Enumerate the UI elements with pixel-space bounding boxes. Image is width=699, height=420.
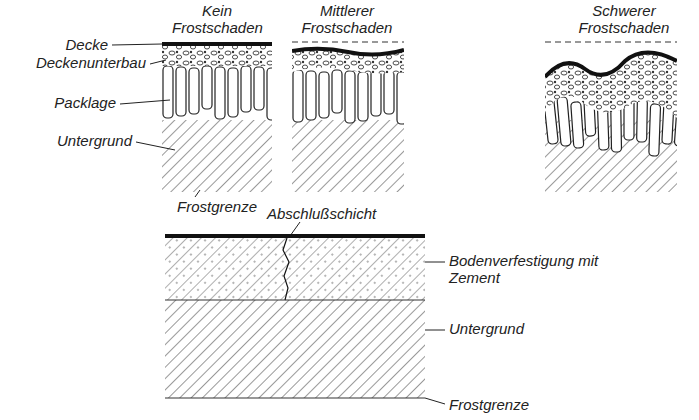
layer-label: Packlage [52, 94, 118, 111]
section-heading: Kein Frostschaden [170, 2, 264, 37]
layer-label: Untergrund [447, 320, 526, 337]
layer-label: Deckenunterbau [34, 54, 148, 71]
section-heading: Mittlerer Frostschaden [295, 2, 399, 37]
layer-label: Bodenverfestigung mit Zement [447, 252, 601, 287]
layer-label: Abschlußschicht [265, 205, 378, 222]
layer-label: Untergrund [55, 132, 134, 149]
layer-label: Frostgrenze [175, 198, 259, 215]
section-heading: Schwerer Frostschaden [572, 2, 676, 37]
layer-label: Frostgrenze [447, 396, 531, 413]
layer-label: Decke [63, 36, 110, 53]
